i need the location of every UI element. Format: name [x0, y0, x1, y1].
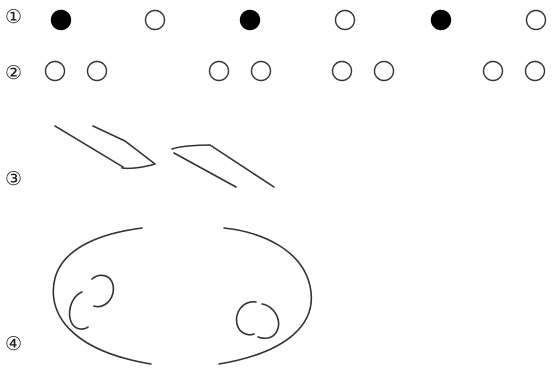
small-circle-left-a — [92, 275, 113, 306]
slanted-line-left-b — [93, 126, 155, 168]
hollow-dot — [527, 11, 546, 30]
small-circle-left-b — [70, 292, 88, 329]
row4-shapes — [53, 228, 311, 364]
filled-dot — [241, 11, 260, 30]
hollow-dot — [336, 11, 355, 30]
hollow-dot — [484, 62, 503, 81]
filled-dot — [52, 11, 71, 30]
row3-shapes — [55, 126, 274, 187]
slanted-shape-left — [55, 126, 155, 168]
row2-dot-pairs — [46, 62, 545, 81]
row1-dots — [52, 11, 546, 30]
small-circle-right-b — [258, 304, 279, 338]
slanted-line-right-b — [174, 153, 236, 187]
small-circle-right-a — [237, 302, 256, 335]
hollow-dot — [146, 11, 165, 30]
large-arc-right — [219, 228, 311, 364]
hollow-dot — [252, 62, 271, 81]
hollow-dot — [526, 62, 545, 81]
hollow-dot — [333, 62, 352, 81]
hollow-dot — [46, 62, 65, 81]
slanted-shape-right — [172, 145, 274, 187]
hollow-dot — [375, 62, 394, 81]
hollow-dot — [210, 62, 229, 81]
hollow-dot — [88, 62, 107, 81]
slanted-line-left-a — [55, 126, 123, 167]
filled-dot — [432, 11, 451, 30]
large-arc-left — [53, 228, 151, 364]
